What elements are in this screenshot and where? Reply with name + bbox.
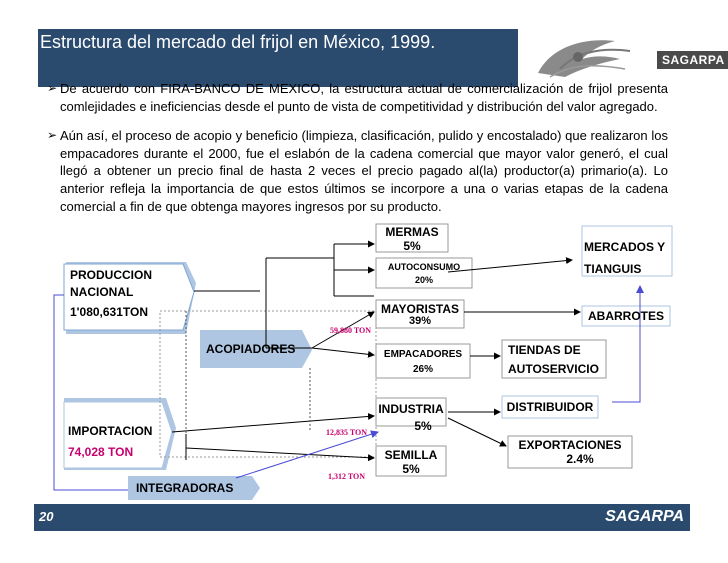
- tiendas-label: TIENDAS DE: [508, 343, 581, 357]
- blue-links: [53, 285, 644, 491]
- arrow-bullet-icon: ➢: [47, 81, 58, 95]
- empacadores-pct: 26%: [412, 364, 433, 375]
- footer-brand: SAGARPA: [605, 508, 684, 525]
- logo-brand: SAGARPA: [657, 51, 728, 69]
- semilla-label: SEMILLA: [384, 448, 438, 462]
- tianguis-label: TIANGUIS: [584, 262, 642, 276]
- page-number: 20: [39, 509, 54, 524]
- flow-label-1312: 1,312 TON: [328, 472, 366, 481]
- footer-bar: 20 SAGARPA: [34, 504, 690, 531]
- acopiadores-shadow: [200, 330, 312, 368]
- importacion-label: IMPORTACION: [68, 424, 153, 438]
- flow-lines: [171, 240, 581, 462]
- source-pentagons: [63, 262, 312, 500]
- mermas-label: MERMAS: [385, 225, 439, 239]
- dotted-guide: [159, 310, 377, 458]
- produccion-label: PRODUCCION: [70, 268, 153, 282]
- abarrotes-label: ABARROTES: [587, 309, 664, 323]
- produccion-value: 1'080,631TON: [70, 305, 149, 319]
- exportaciones-pct: 2.4%: [566, 452, 594, 466]
- flow-label-59880: 59,880 TON: [330, 326, 372, 335]
- bullet-1-text: De acuerdo con FIRA-BANCO DE MEXICO, la …: [60, 81, 668, 114]
- importacion-shape: [63, 401, 173, 469]
- destination-boxes: [375, 223, 673, 477]
- mayoristas-pct: 39%: [408, 315, 432, 327]
- semilla-pct: 5%: [402, 462, 420, 476]
- exportaciones-label: EXPORTACIONES: [518, 438, 622, 452]
- flow-label-12835: 12,835 TON: [326, 428, 368, 437]
- bullet-2: ➢ Aún así, el proceso de acopio y benefi…: [47, 127, 668, 216]
- bullet-1: ➢ De acuerdo con FIRA-BANCO DE MEXICO, l…: [47, 80, 668, 115]
- industria-label: INDUSTRIA: [378, 402, 444, 416]
- integradoras-label: INTEGRADORAS: [136, 481, 234, 495]
- empacadores-label: EMPACADORES: [383, 349, 463, 360]
- autoconsumo-pct: 20%: [414, 275, 433, 285]
- mayoristas-label: MAYORISTAS: [380, 302, 459, 316]
- distribuidor-label: DISTRIBUIDOR: [506, 400, 594, 414]
- autoservicio-label: AUTOSERVICIO: [508, 362, 599, 376]
- autoconsumo-label: AUTOCONSUMO: [387, 262, 461, 272]
- arrow-bullet-icon: ➢: [47, 128, 58, 142]
- nacional-label: NACIONAL: [70, 285, 134, 299]
- dotted-connectors: [185, 311, 311, 434]
- acopiadores-label: ACOPIADORES: [206, 342, 296, 356]
- industria-pct: 5%: [414, 419, 432, 433]
- eagle-seal-icon: [538, 40, 631, 78]
- integradoras-shadow: [128, 476, 260, 500]
- slide-title: Estructura del mercado del frijol en Méx…: [38, 29, 518, 87]
- importacion-value: 74,028 TON: [68, 445, 134, 459]
- mermas-pct: 5%: [403, 239, 421, 253]
- sagarpa-logo: SAGARPA: [520, 29, 728, 87]
- mercados-label: MERCADOS Y: [584, 240, 666, 254]
- bullet-2-text: Aún así, el proceso de acopio y benefici…: [60, 128, 668, 214]
